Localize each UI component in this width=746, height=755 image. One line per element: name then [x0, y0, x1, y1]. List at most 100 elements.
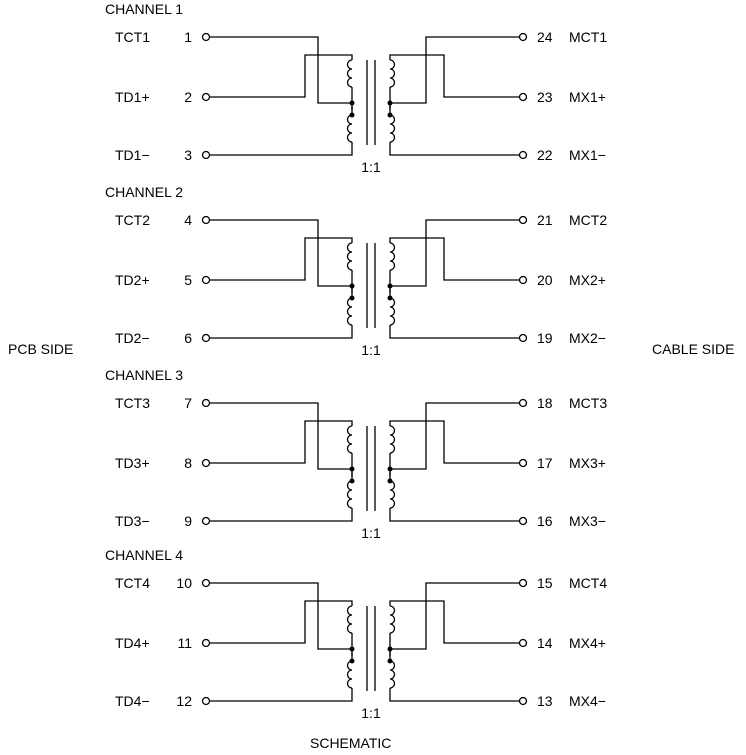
channel-title: CHANNEL 4 [105, 547, 183, 563]
pin-number: 2 [184, 89, 192, 105]
pcb-side-label: PCB SIDE [8, 341, 73, 357]
pin-number: 5 [184, 272, 192, 288]
left-terminal-ct [201, 398, 211, 408]
wire-center-tap-right [389, 219, 519, 293]
right-terminal-ct [518, 32, 528, 42]
pin-name-minus: TD4− [115, 693, 150, 709]
left-terminal-minus [201, 150, 211, 160]
right-terminal-plus [518, 92, 528, 102]
left-terminal-plus [201, 275, 211, 285]
pin-name-plus: MX4+ [569, 635, 606, 651]
wire-center-tap-left [210, 402, 353, 476]
right-terminal-minus [518, 696, 528, 706]
wire-center-tap-left [210, 36, 353, 110]
left-terminal-plus [201, 92, 211, 102]
pin-name-ct: TCT1 [115, 29, 150, 45]
pin-name-plus: MX1+ [569, 89, 606, 105]
right-terminal-ct [518, 578, 528, 588]
pin-name-ct: MCT2 [569, 212, 607, 228]
primary-coil-upper [346, 425, 353, 454]
primary-coil-lower [346, 114, 353, 143]
right-terminal-plus [518, 458, 528, 468]
secondary-coil-lower [389, 297, 396, 326]
wire-minus-left [210, 142, 353, 156]
pin-number: 4 [184, 212, 192, 228]
turns-ratio-label: 1:1 [361, 342, 381, 358]
channel-title: CHANNEL 1 [105, 1, 183, 17]
pin-number: 14 [537, 635, 553, 651]
wire-minus-right [389, 142, 519, 156]
turns-ratio-label: 1:1 [361, 525, 381, 541]
right-terminal-minus [518, 333, 528, 343]
secondary-coil-lower [389, 480, 396, 509]
primary-coil-upper [346, 605, 353, 634]
wire-plus-left [210, 54, 353, 98]
wire-plus-left [210, 420, 353, 464]
secondary-coil-lower [389, 660, 396, 689]
right-terminal-ct [518, 398, 528, 408]
pin-name-minus: TD1− [115, 147, 150, 163]
pin-name-plus: TD3+ [115, 455, 150, 471]
left-terminal-minus [201, 516, 211, 526]
pin-name-ct: MCT4 [569, 575, 607, 591]
wire-center-tap-right [389, 36, 519, 110]
pin-number: 23 [537, 89, 553, 105]
pin-number: 18 [537, 395, 553, 411]
left-terminal-minus [201, 696, 211, 706]
wire-minus-left [210, 688, 353, 702]
pin-number: 15 [537, 575, 553, 591]
pin-name-minus: MX3− [569, 513, 606, 529]
secondary-coil-upper [389, 605, 396, 634]
pin-number: 20 [537, 272, 553, 288]
pin-name-plus: MX3+ [569, 455, 606, 471]
left-terminal-plus [201, 638, 211, 648]
wire-center-tap-right [389, 582, 519, 656]
primary-coil-lower [346, 297, 353, 326]
pin-name-ct: MCT3 [569, 395, 607, 411]
wire-plus-left [210, 600, 353, 644]
pin-name-plus: MX2+ [569, 272, 606, 288]
wire-center-tap-right [389, 402, 519, 476]
pin-number: 11 [177, 635, 192, 651]
wire-minus-right [389, 688, 519, 702]
right-terminal-ct [518, 215, 528, 225]
right-terminal-minus [518, 150, 528, 160]
right-terminal-plus [518, 275, 528, 285]
wire-minus-right [389, 508, 519, 522]
left-terminal-ct [201, 32, 211, 42]
wire-plus-right [389, 420, 519, 464]
pin-number: 10 [176, 575, 192, 591]
primary-coil-lower [346, 480, 353, 509]
wire-center-tap-left [210, 219, 353, 293]
pin-name-plus: TD1+ [115, 89, 150, 105]
wire-plus-right [389, 54, 519, 98]
wire-plus-left [210, 237, 353, 281]
left-terminal-minus [201, 333, 211, 343]
wire-plus-right [389, 600, 519, 644]
pin-number: 19 [537, 330, 553, 346]
wire-center-tap-left [210, 582, 353, 656]
pin-name-minus: MX4− [569, 693, 606, 709]
wire-minus-right [389, 325, 519, 339]
channel-title: CHANNEL 3 [105, 367, 183, 383]
pin-name-ct: TCT4 [115, 575, 150, 591]
pin-number: 9 [184, 513, 192, 529]
pin-number: 6 [184, 330, 192, 346]
wire-plus-right [389, 237, 519, 281]
pin-number: 1 [184, 29, 192, 45]
pin-name-ct: TCT3 [115, 395, 150, 411]
pin-number: 17 [537, 455, 553, 471]
wire-minus-left [210, 508, 353, 522]
secondary-coil-upper [389, 242, 396, 271]
pin-number: 8 [184, 455, 192, 471]
turns-ratio-label: 1:1 [361, 705, 381, 721]
primary-coil-upper [346, 242, 353, 271]
pin-name-minus: TD3− [115, 513, 150, 529]
secondary-coil-upper [389, 425, 396, 454]
channel-title: CHANNEL 2 [105, 184, 183, 200]
